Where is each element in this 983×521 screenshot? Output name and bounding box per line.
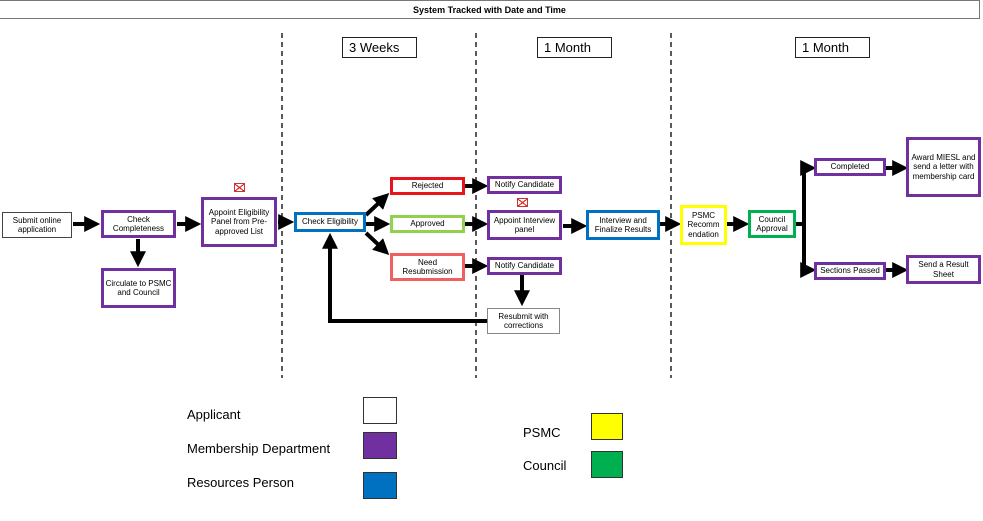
phase-label-1: 3 Weeks [342, 37, 417, 58]
email-icon [234, 183, 245, 192]
node-council-approval: Council Approval [748, 210, 796, 238]
phase-label-2: 1 Month [537, 37, 612, 58]
legend-swatch-psmc [591, 413, 623, 440]
arrow [364, 231, 390, 255]
legend-swatch-council [591, 451, 623, 478]
legend-label-psmc: PSMC [523, 425, 561, 440]
legend-label-membership: Membership Department [187, 441, 331, 456]
feedback-arrow [322, 232, 487, 323]
node-check-eligibility: Check Eligibility [294, 212, 366, 232]
node-rejected: Rejected [390, 177, 465, 195]
node-appoint-interview-panel: Appoint Interview panel [487, 210, 562, 240]
arrow [800, 224, 817, 278]
phase-label-3: 1 Month [795, 37, 870, 58]
node-completed: Completed [814, 158, 886, 176]
node-sections-passed: Sections Passed [814, 262, 886, 280]
diagram-title: System Tracked with Date and Time [0, 0, 980, 19]
email-icon [517, 198, 528, 207]
legend-label-council: Council [523, 458, 567, 473]
legend-swatch-membership [363, 432, 397, 459]
node-notify-candidate-1: Notify Candidate [487, 176, 562, 194]
legend-label-applicant: Applicant [187, 407, 241, 422]
node-award: Award MIESL and send a letter with membe… [906, 137, 981, 197]
node-submit-application: Submit online application [2, 212, 72, 238]
legend-swatch-applicant [363, 397, 397, 424]
legend-swatch-resources [363, 472, 397, 499]
node-appoint-eligibility-panel: Appoint Eligibility Panel from Pre-appro… [201, 197, 277, 247]
arrow [364, 193, 390, 217]
node-approved: Approved [390, 215, 465, 233]
legend-label-resources: Resources Person [187, 475, 294, 490]
node-psmc-recommendation: PSMC Recomm endation [680, 205, 727, 245]
arrow [796, 160, 817, 226]
node-send-result-sheet: Send a Result Sheet [906, 255, 981, 284]
node-notify-candidate-2: Notify Candidate [487, 257, 562, 275]
node-circulate: Circulate to PSMC and Council [101, 268, 176, 308]
node-resubmit-with-corrections: Resubmit with corrections [487, 308, 560, 334]
node-interview-finalize: Interview and Finalize Results [586, 210, 660, 240]
node-need-resubmission: Need Resubmission [390, 253, 465, 281]
node-check-completeness: Check Completeness [101, 210, 176, 238]
